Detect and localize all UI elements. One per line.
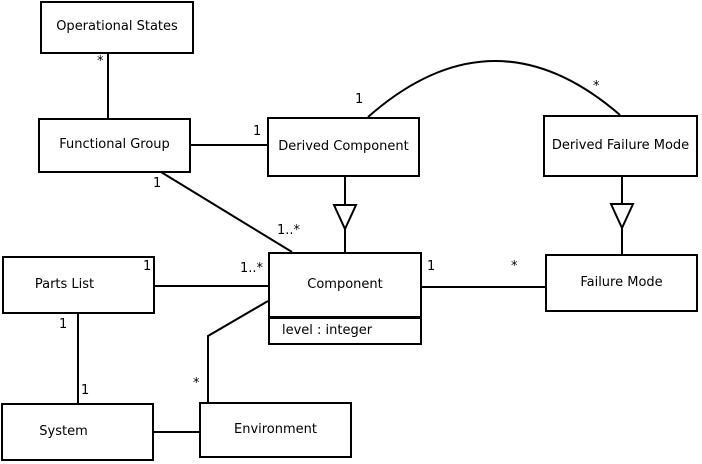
generalization-triangle-component [332,204,358,232]
node-label: System [39,423,88,439]
component-title-compartment: Component [270,254,420,319]
node-derived-component[interactable]: Derived Component [267,117,420,177]
node-label: Parts List [34,276,95,292]
node-label: Operational States [56,19,178,35]
multiplicity-failuremode-end: * [511,259,518,274]
multiplicity-component-end-fg: 1..* [277,223,301,238]
edge-functionalgroup-component [160,171,293,253]
node-system[interactable]: System [1,403,154,461]
multiplicity-partslist-system-top: 1 [59,317,68,332]
node-label: Functional Group [59,137,170,153]
multiplicity-environment-end: * [193,376,200,391]
node-label: Derived Component [278,138,409,154]
multiplicity-functionalgroup-end: 1 [153,176,162,191]
node-operational-states[interactable]: Operational States [40,1,194,54]
multiplicity-arc-derivedcomponent-end: 1 [355,92,364,107]
multiplicity-operationalstates-end: * [97,54,104,69]
node-label: Environment [233,421,317,437]
edge-environment-component [207,300,269,402]
node-functional-group[interactable]: Functional Group [38,118,191,173]
node-failure-mode[interactable]: Failure Mode [545,254,698,312]
node-derived-failure-mode[interactable]: Derived Failure Mode [543,115,698,177]
component-attribute-compartment: level : integer [270,319,420,343]
node-label: Failure Mode [580,274,663,290]
node-component[interactable]: Component level : integer [268,252,422,345]
generalization-triangle-failuremode [609,203,635,231]
multiplicity-derivedcomponent-end: 1 [253,124,262,139]
multiplicity-partslist-end: 1 [143,259,152,274]
node-label: Derived Failure Mode [551,137,690,153]
component-attribute: level : integer [282,322,373,338]
multiplicity-system-end: 1 [81,383,90,398]
node-environment[interactable]: Environment [199,402,352,458]
multiplicity-arc-derivedfailuremode-end: * [593,79,600,94]
node-parts-list[interactable]: Parts List [2,256,155,314]
node-label: Component [307,276,383,292]
multiplicity-component-end-pl: 1..* [240,261,264,276]
edge-derivedcomponent-derivedfailuremode-arc [367,60,621,118]
multiplicity-component-end-fm: 1 [427,259,436,274]
